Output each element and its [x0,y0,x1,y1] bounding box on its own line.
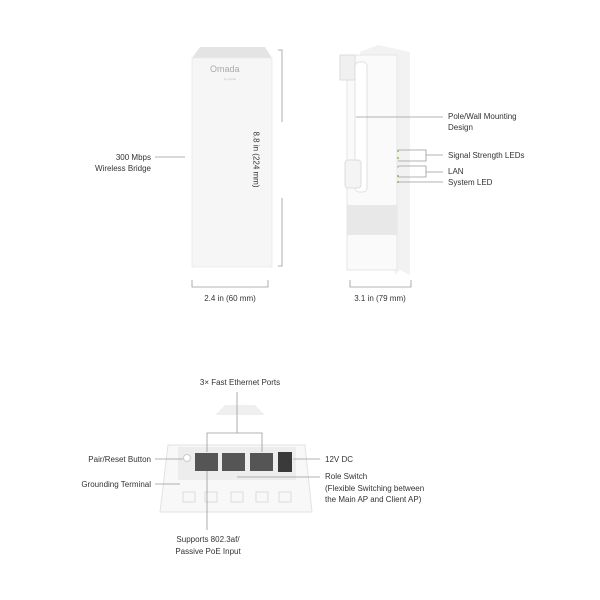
brand-logo: Omada [210,64,240,74]
front-label-line2: Wireless Bridge [94,164,151,173]
depth-dimension: 3.1 in (79 mm) [354,294,406,303]
grounding-label: Grounding Terminal [81,480,151,489]
role-desc-line2: the Main AP and Client AP) [325,495,422,504]
poe-label-line1: Supports 802.3af/ [176,535,240,544]
lan-label: LAN [448,167,464,176]
pair-reset-label: Pair/Reset Button [88,455,151,464]
mounting-label-line1: Pole/Wall Mounting [448,112,517,121]
front-label-line1: 300 Mbps [115,153,151,162]
dc-label: 12V DC [325,455,354,464]
signal-leds-label: Signal Strength LEDs [448,151,525,160]
mounting-label-line2: Design [448,123,473,132]
front-device [191,47,273,268]
ports-label: 3× Fast Ethernet Ports [199,378,281,387]
bottom-device [159,405,313,513]
poe-label-line2: Passive PoE Input [175,547,241,556]
system-led-label: System LED [448,178,493,187]
brand-sub: by tp-link [224,77,237,81]
front-dimension-lines [155,49,283,288]
side-callout-lines [349,116,443,288]
role-switch-label: Role Switch [325,472,368,481]
role-desc-line1: (Flexible Switching between [325,484,425,493]
width-dimension: 2.4 in (60 mm) [204,294,256,303]
height-dimension: 8.8 in (224 mm) [251,131,261,188]
bottom-callout-lines [155,392,320,530]
side-device [339,45,410,275]
